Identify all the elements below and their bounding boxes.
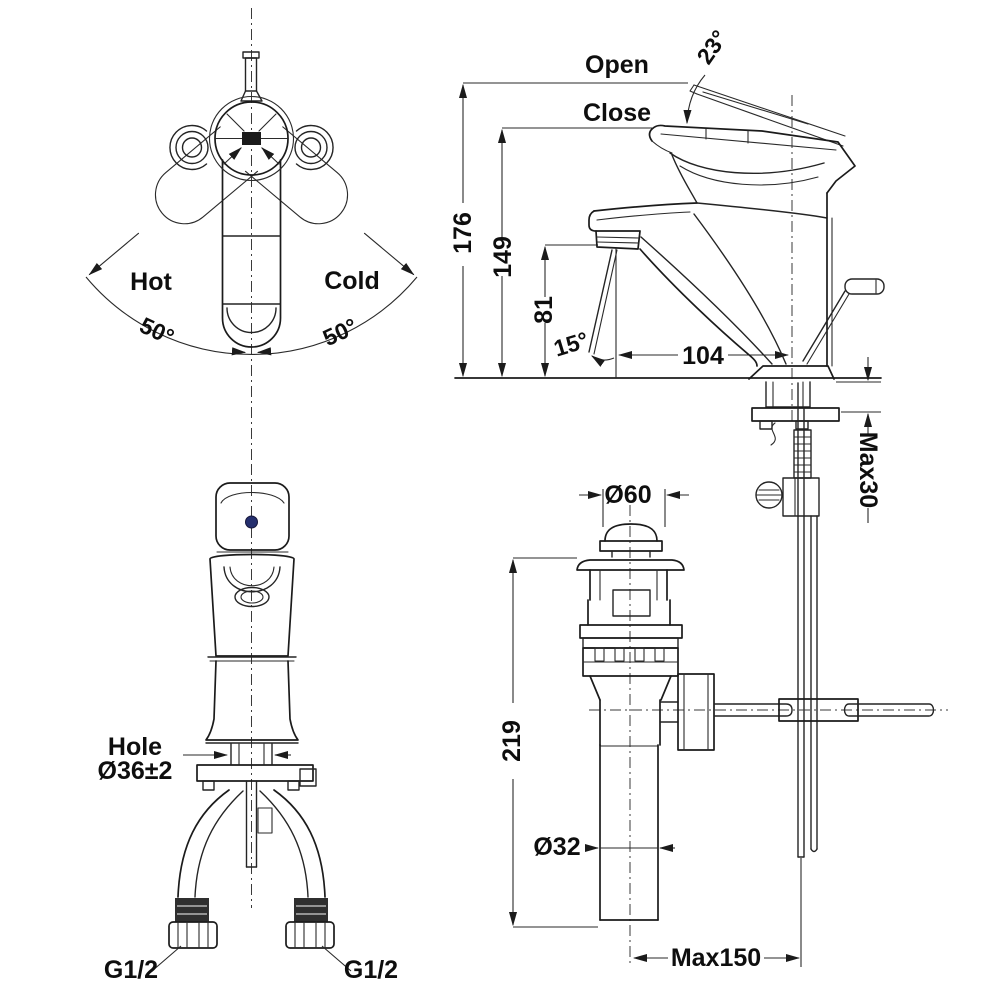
- dim-149: 149: [489, 236, 517, 278]
- thread-label-right: G1/2: [344, 956, 398, 984]
- front-mounting: [196, 743, 317, 868]
- front-handle: [215, 482, 290, 551]
- swing-angle-right: 50°: [319, 313, 362, 351]
- close-label: Close: [583, 99, 651, 127]
- g12-nut-right: [285, 921, 335, 949]
- g12-nut-left: [168, 921, 218, 949]
- dim-81: 81: [530, 296, 558, 324]
- dim-176: 176: [449, 212, 477, 254]
- dim-max30: Max30: [854, 432, 882, 508]
- hole-label: Hole: [108, 733, 162, 761]
- cold-label: Cold: [324, 267, 380, 295]
- drain-assembly-view: Ø60 219 Ø32 Max150: [498, 481, 948, 972]
- lift-rod-knob: [802, 278, 885, 365]
- front-view-faucet: Hole Ø36±2 G1/2 G1/2: [98, 464, 398, 984]
- mounting-hardware-side: [751, 381, 840, 858]
- hole-diameter: Ø36±2: [98, 757, 173, 785]
- handle-center-block: [242, 132, 261, 145]
- dim-cap-diameter: Ø60: [604, 481, 651, 509]
- hot-label: Hot: [130, 268, 172, 296]
- lever-open-ghost: [689, 84, 846, 147]
- ghost-handle-hot: [244, 126, 415, 276]
- ghost-handle-cold: [88, 126, 259, 276]
- faucet-body-side: [588, 152, 835, 380]
- temperature-indicator-dot: [245, 515, 258, 529]
- side-view-faucet: Open Close 23° 176 149 81 15° 104 Max30: [449, 25, 885, 858]
- dim-pipe-diameter: Ø32: [533, 833, 580, 861]
- top-view-handle-swing: Hot Cold 50° 50°: [85, 8, 418, 472]
- stream-angle-label: 15°: [551, 326, 592, 361]
- popup-cap: [576, 523, 685, 571]
- drain-body: [579, 569, 715, 921]
- swing-angle-left: 50°: [136, 312, 179, 350]
- supply-hoses: [151, 789, 352, 972]
- thread-label-left: G1/2: [104, 956, 158, 984]
- ear-ring-right: [294, 124, 334, 171]
- front-body: [205, 553, 299, 744]
- open-label: Open: [585, 51, 649, 79]
- ear-ring-left: [169, 124, 209, 171]
- lever-closed: [648, 124, 856, 194]
- dim-104: 104: [682, 342, 724, 370]
- dim-219: 219: [498, 720, 526, 762]
- hose-crimp-right: [294, 898, 328, 922]
- hose-crimp-left: [175, 898, 209, 922]
- dim-max150: Max150: [671, 944, 761, 972]
- lever-angle-label: 23°: [691, 25, 732, 68]
- popup-lever-linkage: [713, 698, 935, 722]
